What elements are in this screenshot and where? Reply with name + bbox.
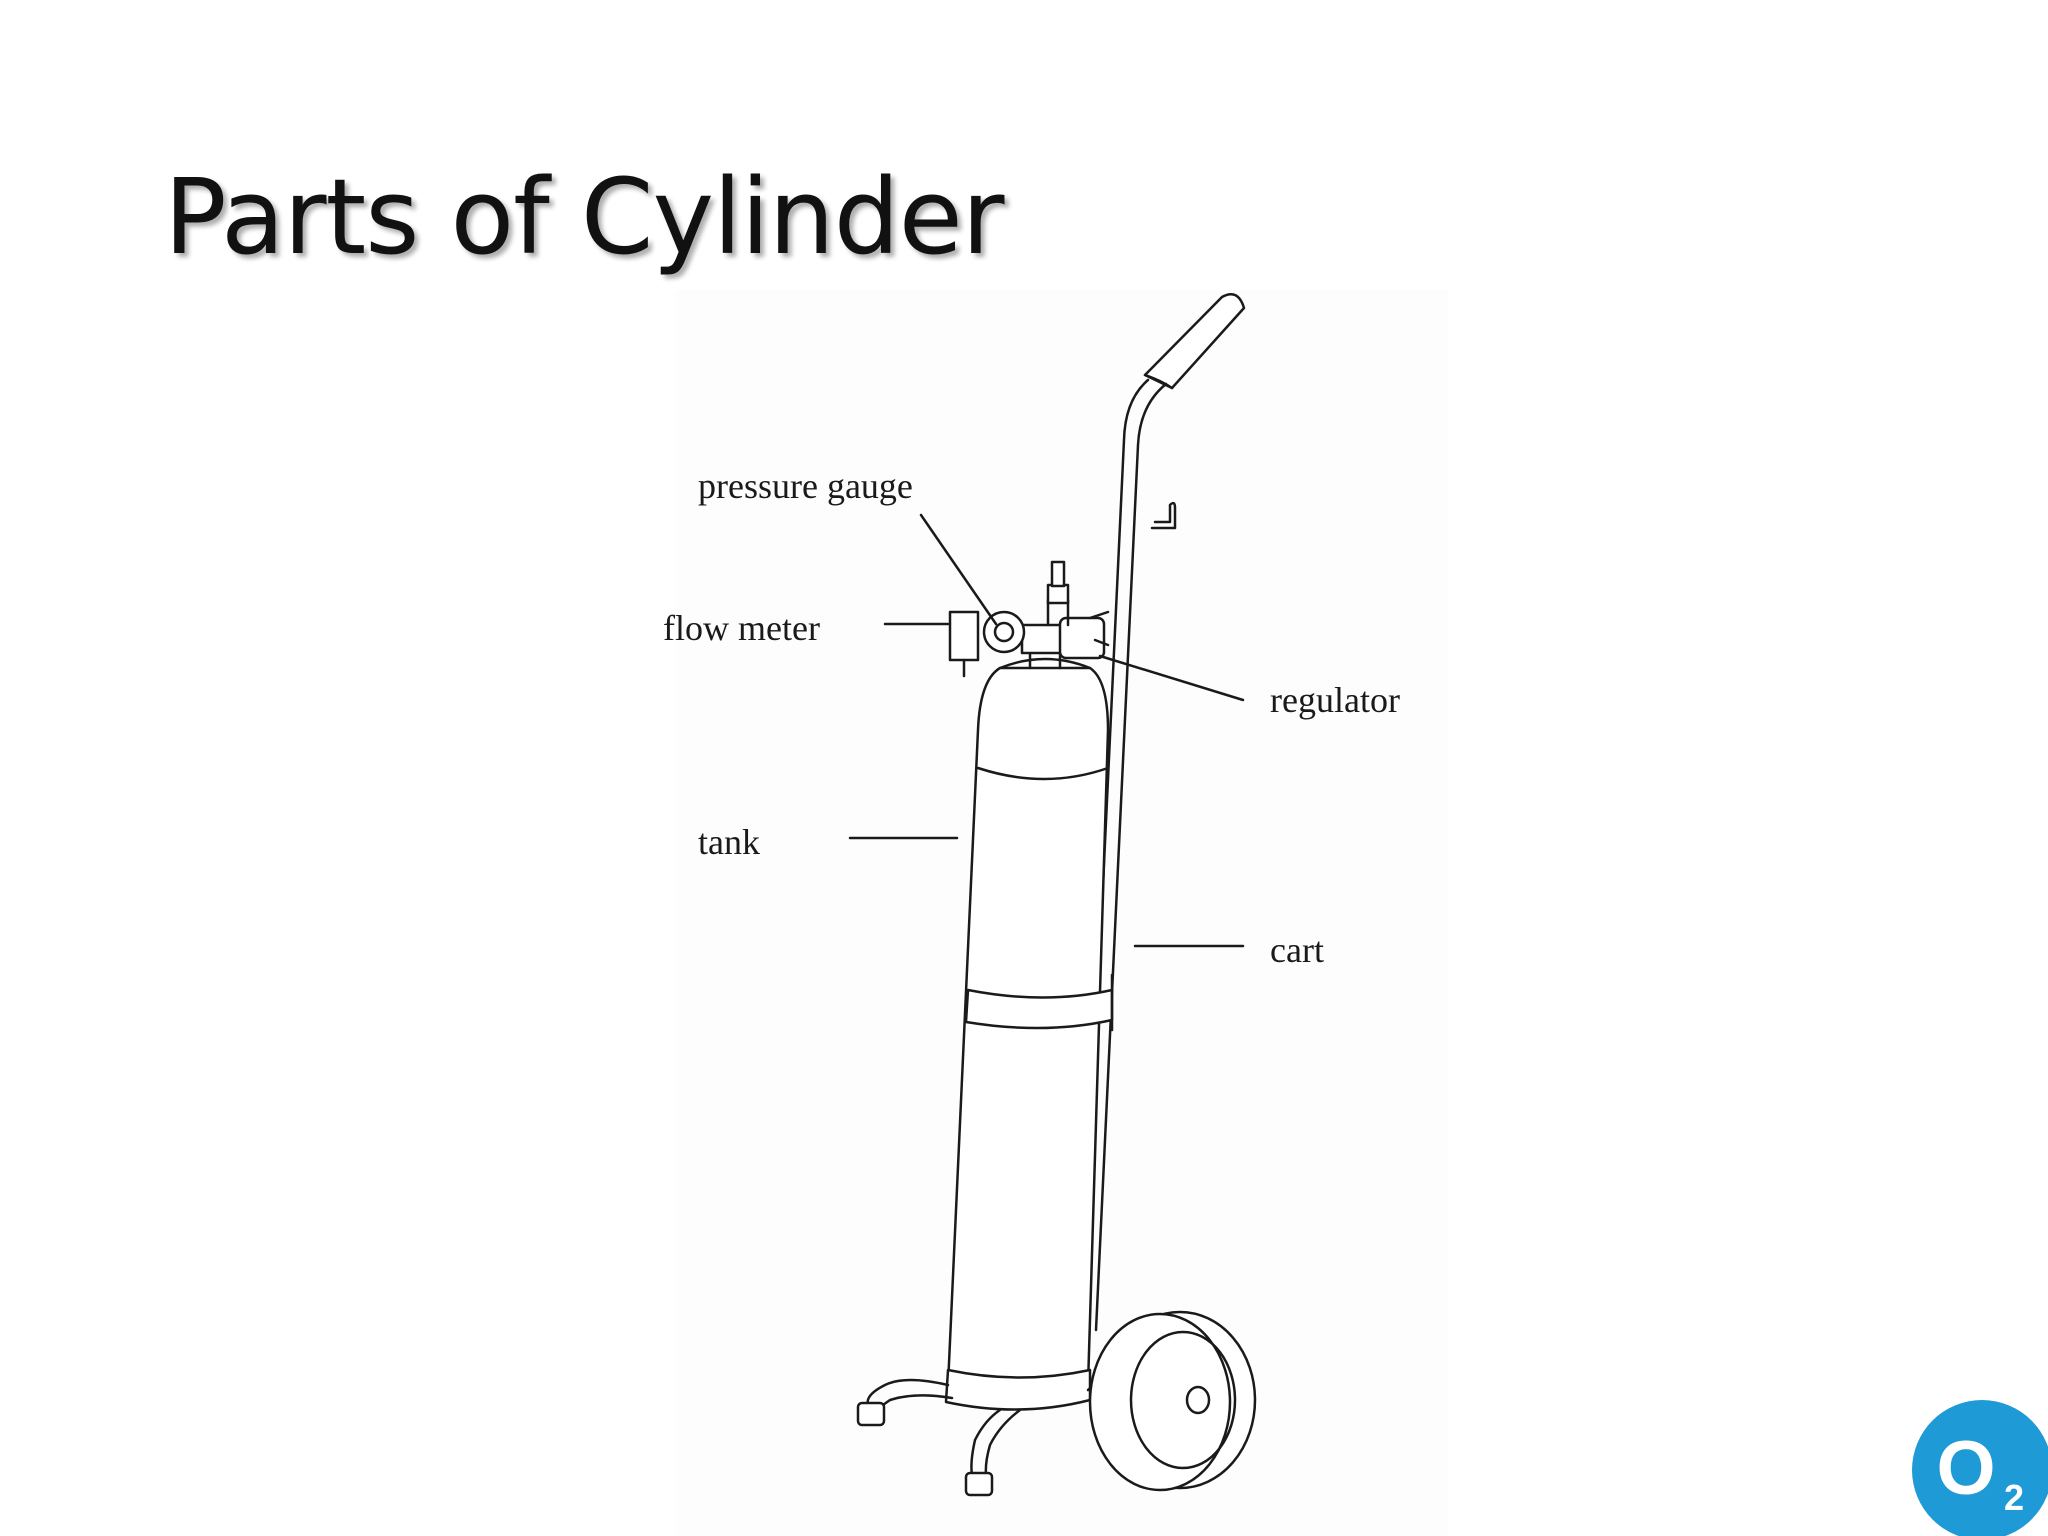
pressure-gauge-leader: [919, 513, 998, 626]
o2-logo-badge: O 2: [1912, 1400, 2048, 1536]
label-tank: tank: [698, 822, 760, 862]
logo-letter: O: [1936, 1426, 1995, 1511]
leader-lines: [848, 513, 1245, 948]
cart-frame: [1080, 378, 1177, 1332]
label-flow-meter: flow meter: [663, 608, 820, 648]
regulator-assembly: [948, 560, 1110, 678]
label-regulator: regulator: [1270, 680, 1400, 720]
cart-base: [856, 1360, 1122, 1497]
tank: [944, 648, 1114, 1411]
label-cart: cart: [1270, 930, 1324, 970]
pressure-gauge-dial: [982, 610, 1026, 654]
cart-wheel: [1088, 1310, 1257, 1492]
cart-handle-grip: [1143, 293, 1246, 390]
label-pressure-gauge: pressure gauge: [698, 466, 913, 506]
slide-title: Parts of Cylinder: [164, 156, 1004, 278]
logo-subscript: 2: [2004, 1477, 2024, 1518]
regulator-leader: [1098, 654, 1245, 702]
